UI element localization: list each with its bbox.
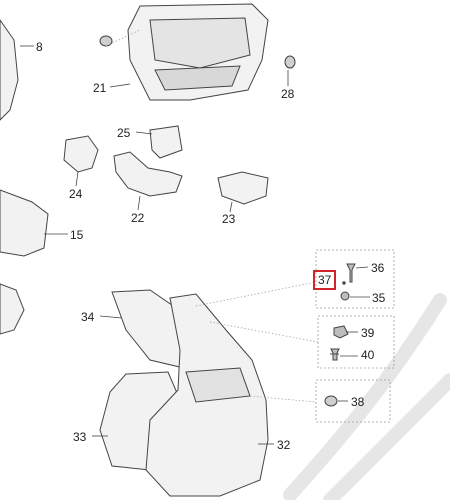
part-grommet-21 (99, 35, 113, 47)
part-35 (340, 291, 350, 301)
callout-36[interactable]: 36 (371, 261, 385, 275)
callout-37-highlighted[interactable]: 37 (313, 270, 337, 290)
callout-21[interactable]: 21 (93, 81, 107, 95)
callout-38[interactable]: 38 (351, 395, 365, 409)
callout-15[interactable]: 15 (70, 228, 84, 242)
part-15 (0, 189, 49, 257)
hardware-group-box-middle (317, 315, 395, 369)
callout-8[interactable]: 8 (36, 40, 43, 54)
part-38 (324, 395, 338, 407)
part-40 (330, 348, 340, 361)
watermark (283, 293, 450, 500)
part-25 (149, 125, 183, 159)
part-left-lower (0, 283, 25, 335)
callout-28[interactable]: 28 (281, 87, 295, 101)
callout-34[interactable]: 34 (81, 310, 95, 324)
callout-32[interactable]: 32 (277, 438, 291, 452)
callout-40[interactable]: 40 (361, 348, 375, 362)
part-39 (333, 325, 349, 339)
part-24 (63, 135, 99, 173)
part-8 (0, 19, 19, 121)
part-28 (284, 55, 296, 69)
callout-39[interactable]: 39 (361, 326, 375, 340)
part-22 (113, 151, 183, 197)
callout-35[interactable]: 35 (372, 291, 386, 305)
callout-25[interactable]: 25 (117, 126, 131, 140)
callout-33[interactable]: 33 (73, 430, 87, 444)
callout-22[interactable]: 22 (131, 211, 145, 225)
hardware-group-box-bottom (315, 379, 391, 423)
callout-23[interactable]: 23 (222, 212, 236, 226)
part-36 (346, 263, 356, 283)
part-23 (217, 171, 269, 205)
callout-24[interactable]: 24 (69, 187, 83, 201)
